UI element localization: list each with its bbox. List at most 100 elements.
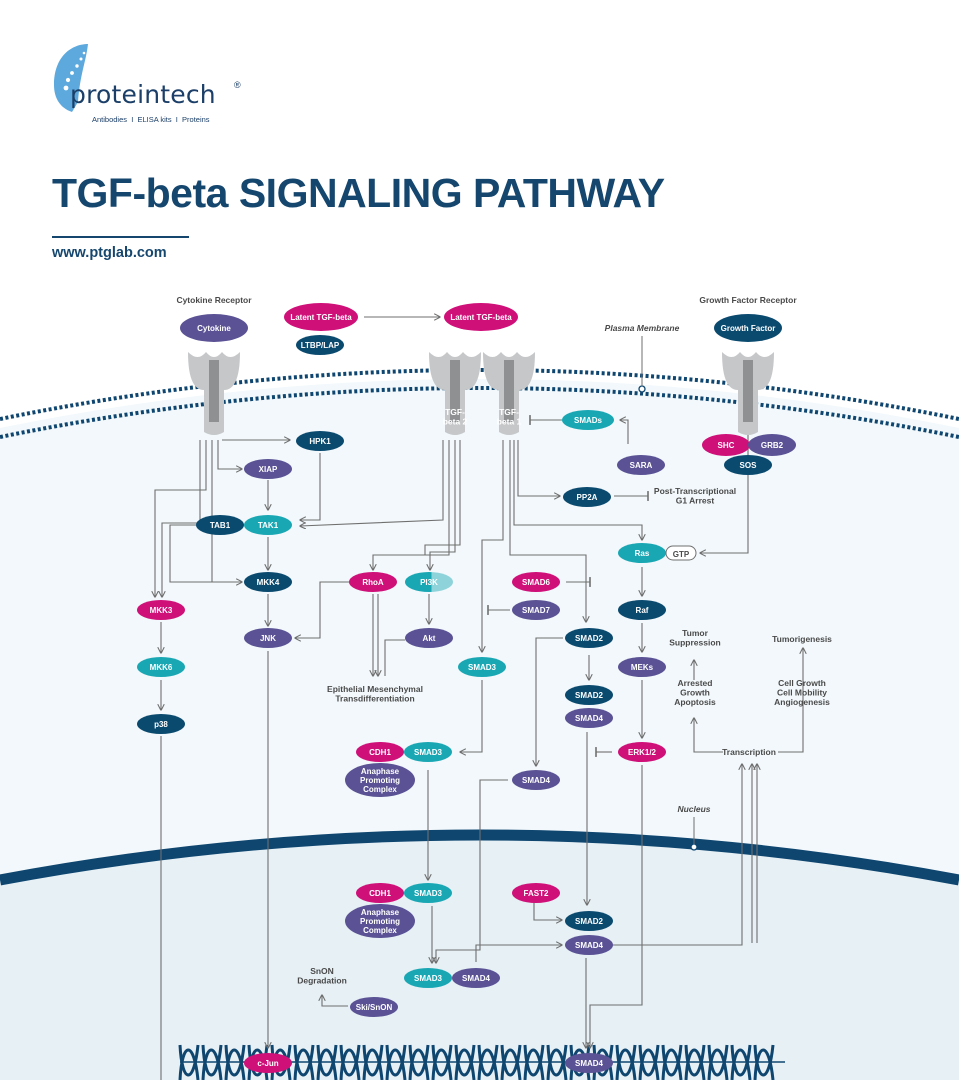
svg-text:Complex: Complex xyxy=(363,926,397,935)
svg-text:SMAD2: SMAD2 xyxy=(575,917,604,926)
svg-text:PP2A: PP2A xyxy=(577,493,598,502)
label-nucleus: Nucleus xyxy=(677,804,710,814)
svg-text:Growth Factor: Growth Factor xyxy=(721,324,776,333)
node-smad2-a: SMAD2 xyxy=(565,628,613,648)
node-cjun: c-Jun xyxy=(244,1053,292,1073)
svg-text:Ras: Ras xyxy=(635,549,650,558)
node-smad4-b: SMAD4 xyxy=(565,708,613,728)
svg-text:Degradation: Degradation xyxy=(297,976,347,986)
node-latent1: Latent TGF-beta xyxy=(284,303,358,331)
svg-text:MEKs: MEKs xyxy=(631,663,654,672)
title-divider xyxy=(52,236,189,238)
node-sos: SOS xyxy=(724,455,772,475)
node-p38: p38 xyxy=(137,714,185,734)
label-tumorigenesis: Tumorigenesis xyxy=(772,634,832,644)
svg-text:SMAD3: SMAD3 xyxy=(468,663,497,672)
label-tgfbeta1: TGF-beta 1 xyxy=(497,407,522,427)
node-smads: SMADs xyxy=(562,410,614,430)
node-mkk4: MKK4 xyxy=(244,572,292,592)
svg-text:Nucleus: Nucleus xyxy=(677,804,710,814)
node-cdh1-b: CDH1 xyxy=(356,883,404,903)
svg-text:Anaphase: Anaphase xyxy=(361,767,400,776)
node-smad3-c: SMAD3 xyxy=(404,883,452,903)
node-growth-factor: Growth Factor xyxy=(714,314,782,342)
node-smad4-d: SMAD4 xyxy=(565,935,613,955)
node-mkk6: MKK6 xyxy=(137,657,185,677)
svg-text:SMADs: SMADs xyxy=(574,416,603,425)
svg-text:TAB1: TAB1 xyxy=(210,521,231,530)
node-mkk3: MKK3 xyxy=(137,600,185,620)
node-raf: Raf xyxy=(618,600,666,620)
website-link[interactable]: www.ptglab.com xyxy=(52,245,167,261)
label-tgfbeta2: TGF-beta 2 xyxy=(443,407,468,427)
svg-text:Akt: Akt xyxy=(423,634,436,643)
nucleus-marker-icon xyxy=(690,843,698,851)
label-transcription: Transcription xyxy=(722,747,776,757)
svg-text:SMAD4: SMAD4 xyxy=(575,941,604,950)
node-akt: Akt xyxy=(405,628,453,648)
svg-text:SARA: SARA xyxy=(630,461,653,470)
svg-text:Transdifferentiation: Transdifferentiation xyxy=(335,694,414,704)
svg-text:c-Jun: c-Jun xyxy=(257,1059,278,1068)
node-ras: Ras xyxy=(618,543,666,563)
node-smad2-b: SMAD2 xyxy=(565,685,613,705)
svg-text:SHC: SHC xyxy=(718,441,735,450)
svg-text:TAK1: TAK1 xyxy=(258,521,279,530)
svg-text:Tumor: Tumor xyxy=(682,628,709,638)
svg-text:Raf: Raf xyxy=(636,606,649,615)
svg-text:MKK4: MKK4 xyxy=(257,578,280,587)
svg-text:RhoA: RhoA xyxy=(362,578,384,587)
svg-text:GTP: GTP xyxy=(673,550,690,559)
node-smad3-b: SMAD3 xyxy=(404,742,452,762)
label-plasma-membrane: Plasma Membrane xyxy=(605,323,680,333)
node-tak1: TAK1 xyxy=(244,515,292,535)
node-cdh1-a: CDH1 xyxy=(356,742,404,762)
svg-text:SMAD7: SMAD7 xyxy=(522,606,551,615)
node-jnk: JNK xyxy=(244,628,292,648)
svg-text:SMAD4: SMAD4 xyxy=(575,1059,604,1068)
svg-text:Promoting: Promoting xyxy=(360,776,400,785)
node-xiap: XIAP xyxy=(244,459,292,479)
node-skisnon: Ski/SnON xyxy=(350,997,398,1017)
svg-text:Cytokine: Cytokine xyxy=(197,324,231,333)
svg-text:Complex: Complex xyxy=(363,785,397,794)
svg-text:Angiogenesis: Angiogenesis xyxy=(774,697,830,707)
svg-text:ERK1/2: ERK1/2 xyxy=(628,748,657,757)
svg-text:XIAP: XIAP xyxy=(259,465,278,474)
svg-text:Promoting: Promoting xyxy=(360,917,400,926)
node-cytokine: Cytokine xyxy=(180,314,248,342)
node-erk: ERK1/2 xyxy=(618,742,666,762)
node-fast2: FAST2 xyxy=(512,883,560,903)
svg-text:PI3K: PI3K xyxy=(420,578,438,587)
svg-text:Growth Factor Receptor: Growth Factor Receptor xyxy=(699,295,797,305)
node-smad4-c: SMAD4 xyxy=(512,770,560,790)
node-smad6: SMAD6 xyxy=(512,572,560,592)
svg-text:MKK6: MKK6 xyxy=(150,663,173,672)
growth-factor-receptor-icon xyxy=(722,352,774,435)
svg-text:HPK1: HPK1 xyxy=(309,437,331,446)
cytokine-receptor-icon xyxy=(188,352,240,435)
proteintech-logo-icon xyxy=(54,44,88,112)
svg-text:Arrested: Arrested xyxy=(678,678,713,688)
node-rhoa: RhoA xyxy=(349,572,397,592)
svg-text:Latent TGF-beta: Latent TGF-beta xyxy=(450,313,512,322)
svg-text:TGF-: TGF- xyxy=(445,407,465,417)
node-smad4-e: SMAD4 xyxy=(452,968,500,988)
svg-text:Ski/SnON: Ski/SnON xyxy=(356,1003,393,1012)
node-smad7: SMAD7 xyxy=(512,600,560,620)
svg-text:Growth: Growth xyxy=(680,688,710,698)
svg-text:beta 2: beta 2 xyxy=(443,417,468,427)
node-pp2a: PP2A xyxy=(563,487,611,507)
svg-text:p38: p38 xyxy=(154,720,168,729)
svg-text:GRB2: GRB2 xyxy=(761,441,784,450)
svg-text:MKK3: MKK3 xyxy=(150,606,173,615)
svg-text:JNK: JNK xyxy=(260,634,276,643)
svg-text:SMAD4: SMAD4 xyxy=(462,974,491,983)
svg-text:Suppression: Suppression xyxy=(669,638,720,648)
